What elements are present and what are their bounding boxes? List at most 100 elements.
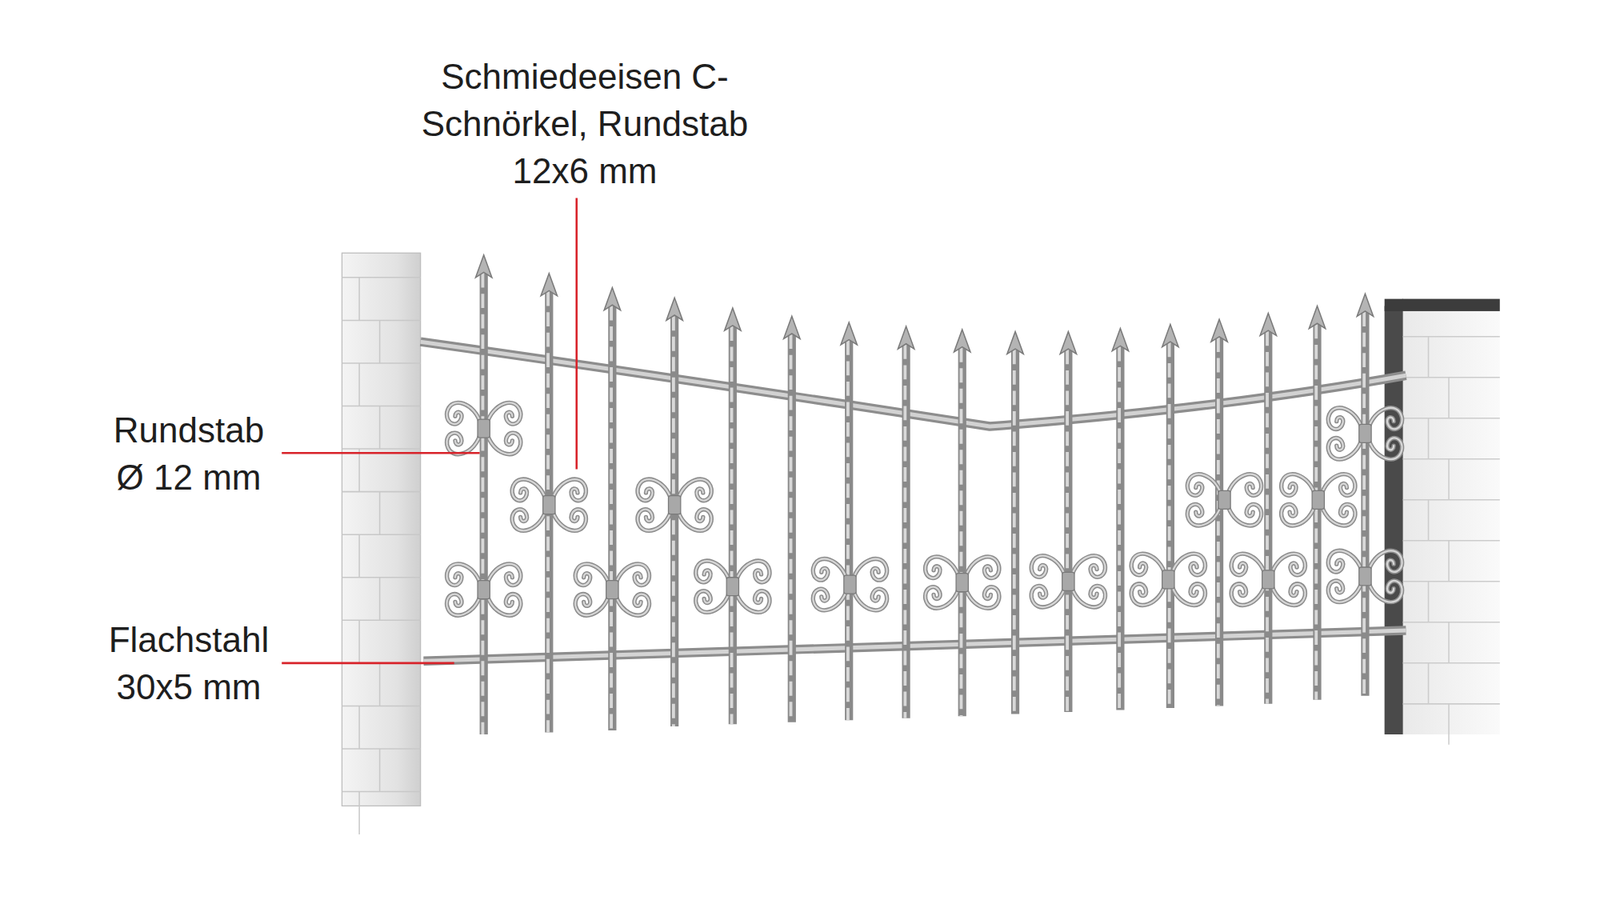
spear-tip (540, 273, 557, 296)
c-scroll (1281, 474, 1356, 526)
brick-joint (358, 448, 360, 492)
round-bar (608, 306, 616, 731)
spear-tip (1260, 312, 1276, 336)
round-bar-highlight (1168, 342, 1172, 708)
round-bar (958, 348, 967, 716)
brick-joint (341, 362, 420, 364)
brick-joint (1403, 580, 1500, 583)
round-bar-highlight (903, 344, 907, 719)
spear-tip (1007, 331, 1024, 354)
c-scroll (447, 564, 521, 616)
spear-tip (897, 326, 914, 349)
brick-joint (1403, 376, 1500, 379)
spear-tip (1211, 319, 1228, 342)
c-scroll (696, 560, 770, 612)
spear-tip (954, 329, 971, 352)
brick-joint (379, 492, 381, 536)
brick-joint (379, 748, 381, 792)
brick-joint (358, 705, 360, 749)
round-bar (728, 326, 737, 724)
c-scroll (447, 402, 521, 454)
brick-joint (358, 792, 360, 836)
c-scroll (1231, 553, 1305, 605)
c-scroll (1328, 408, 1402, 460)
c-scroll (575, 564, 649, 616)
brick-joint (341, 276, 420, 279)
c-scroll (1031, 556, 1105, 608)
c-scroll (1328, 550, 1402, 602)
brick-joint (341, 533, 420, 536)
round-bar-highlight (672, 316, 676, 727)
c-scroll (925, 556, 1000, 608)
round-bar-highlight (1265, 331, 1269, 704)
brick-joint (379, 663, 381, 707)
round-bar (1215, 337, 1224, 706)
c-scroll (637, 479, 712, 531)
round-bar-highlight (481, 273, 485, 735)
brick-joint (1403, 540, 1500, 542)
brick-joint (358, 620, 360, 664)
brick-joint (341, 491, 420, 493)
spear-tip (784, 316, 800, 339)
spear-tip (1356, 293, 1373, 316)
spear-tip (724, 308, 741, 331)
round-bar (902, 344, 911, 719)
brick-joint (1403, 703, 1500, 705)
c-scroll (1131, 553, 1205, 605)
brick-joint (379, 406, 381, 450)
round-bar (1064, 349, 1072, 712)
round-bar-highlight (1314, 324, 1318, 700)
brick-joint (1448, 704, 1450, 745)
round-bar-highlight (1362, 312, 1366, 696)
brick-joint (341, 405, 420, 408)
brick-joint (1428, 663, 1430, 704)
brick-joint (341, 705, 420, 708)
bar-label: Rundstab Ø 12 mm (100, 406, 277, 501)
round-bar-highlight (960, 348, 964, 716)
brick-joint (1428, 581, 1430, 623)
round-bar (480, 273, 488, 735)
brick-joint (358, 534, 360, 578)
round-bar (1360, 312, 1369, 696)
brick-joint (1448, 377, 1450, 419)
brick-joint (1403, 662, 1500, 664)
spear-tip (840, 322, 857, 345)
round-bar (1166, 342, 1175, 708)
brick-joint (1448, 622, 1450, 664)
brick-joint (379, 577, 381, 621)
c-scroll (812, 559, 887, 611)
round-bar (670, 316, 679, 727)
spear-tip (1162, 324, 1179, 348)
flat-steel-label: Flachstahl 30x5 mm (100, 616, 277, 711)
brick-joint (341, 748, 420, 750)
round-bar-highlight (846, 340, 850, 720)
brick-joint (1403, 417, 1500, 420)
brick-joint (341, 620, 420, 622)
round-bar (1264, 331, 1272, 704)
brick-joint (341, 791, 420, 793)
round-bar (1116, 347, 1124, 711)
brick-joint (358, 363, 360, 407)
round-bar (788, 334, 796, 723)
brick-joint (1448, 459, 1450, 500)
brick-joint (1403, 336, 1500, 338)
round-bar-highlight (730, 326, 734, 724)
spear-tip (666, 297, 683, 320)
brick-joint (1428, 500, 1430, 541)
spear-tip (475, 255, 492, 278)
spear-tip (604, 288, 620, 311)
brick-joint (341, 576, 420, 579)
round-bar (844, 340, 853, 720)
brick-joint (1403, 499, 1500, 501)
round-bar-highlight (789, 334, 793, 723)
spear-tip (1060, 331, 1076, 354)
round-bar-highlight (1117, 347, 1121, 711)
brick-joint (1428, 418, 1430, 460)
c-scroll (1187, 474, 1261, 526)
brick-joint (341, 320, 420, 322)
c-scroll (512, 479, 586, 531)
brick-joint (1428, 336, 1430, 378)
spear-tip (1308, 306, 1325, 329)
brick-joint (341, 448, 420, 450)
